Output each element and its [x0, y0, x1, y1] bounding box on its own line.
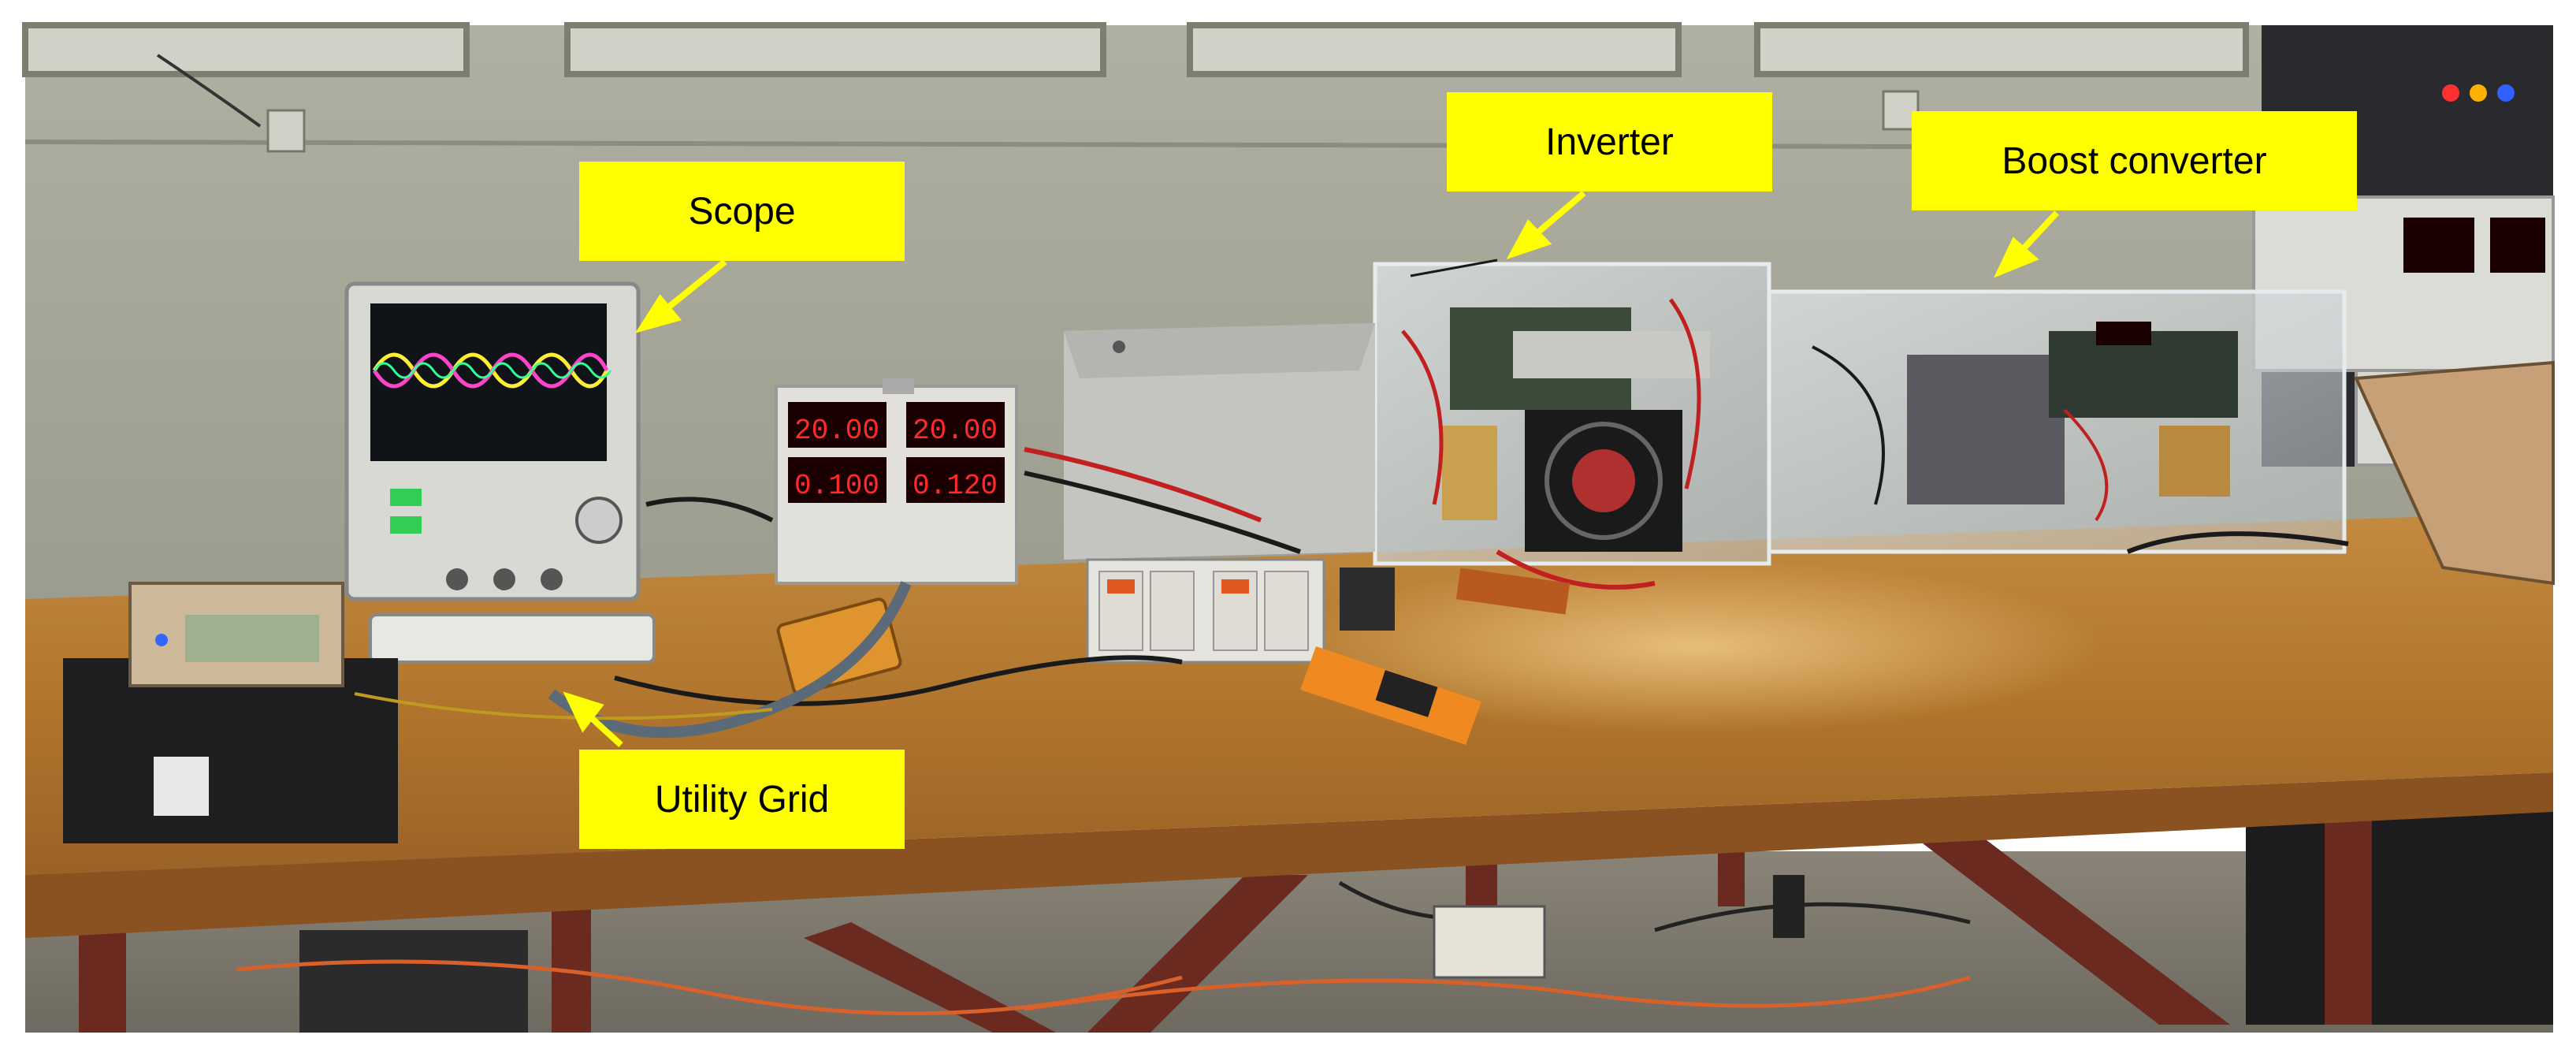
power-strip — [369, 613, 656, 664]
floor-cables — [236, 880, 1971, 1016]
inverter-case — [1373, 259, 1771, 566]
psu-readout-3: 20.00 — [913, 415, 998, 447]
scope-arrow — [658, 259, 727, 317]
boost-converter-label: Boost converter — [1912, 111, 2357, 210]
scope-label: Scope — [579, 162, 905, 261]
inverter-label: Inverter — [1447, 92, 1772, 192]
dc-power-supply — [775, 378, 1018, 585]
circuit-breakers — [1086, 558, 1395, 664]
psu-readout-4: 0.120 — [913, 470, 998, 502]
windows — [22, 22, 2554, 151]
bench-cables — [354, 447, 2349, 739]
oscilloscope — [344, 281, 641, 601]
clamp-meter — [1300, 646, 1481, 745]
front-equipment — [63, 582, 398, 843]
psu-readout-1: 20.00 — [794, 415, 879, 447]
multimeter — [776, 597, 902, 695]
psu-readout-2: 0.100 — [794, 470, 879, 502]
annotation-arrows — [563, 190, 2059, 747]
utility-grid-label: Utility Grid — [579, 750, 905, 849]
boost-converter-case — [1767, 289, 2347, 554]
